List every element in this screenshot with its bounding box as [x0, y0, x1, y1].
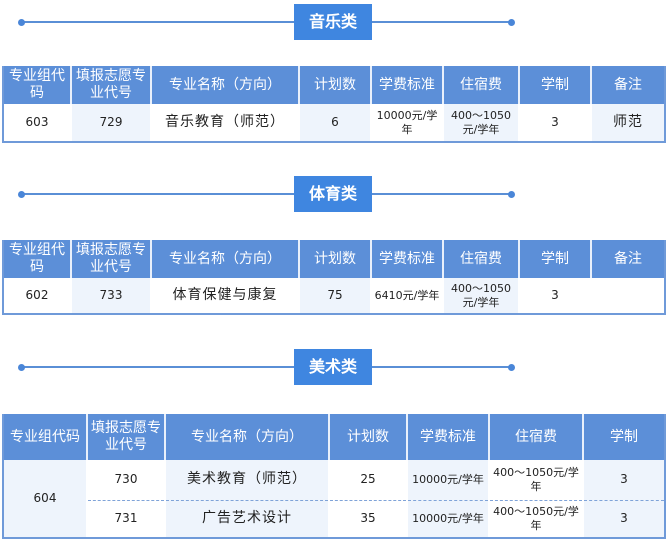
- header-lodging: 住宿费: [443, 66, 520, 104]
- header-plan: 计划数: [329, 414, 408, 460]
- header-major-name: 专业名称（方向）: [151, 66, 300, 104]
- divider-line: [372, 366, 512, 368]
- cell-years: 3: [583, 500, 665, 539]
- table-row: 602 733 体育保健与康复 75 6410元/学年 400～1050元/学年…: [3, 278, 665, 315]
- cell-lodging: 400～1050元/学年: [443, 104, 520, 143]
- cell-plan: 35: [329, 500, 408, 539]
- dot-icon: [508, 190, 515, 198]
- cell-major-code: 729: [71, 104, 152, 143]
- dot-icon: [18, 363, 25, 371]
- section-header-art: 美术类: [0, 349, 666, 385]
- table-header-row: 专业组代码 填报志愿专业代号 专业名称（方向） 计划数 学费标准 住宿费 学制 …: [3, 240, 665, 278]
- cell-group-code: 604: [3, 460, 88, 539]
- cell-note: [591, 278, 665, 315]
- section-title: 音乐类: [294, 4, 372, 40]
- header-lodging: 住宿费: [443, 240, 520, 278]
- header-tuition: 学费标准: [407, 414, 490, 460]
- section-header-music: 音乐类: [0, 4, 666, 40]
- dot-icon: [508, 363, 515, 371]
- section-title: 体育类: [294, 176, 372, 212]
- cell-years: 3: [583, 460, 665, 501]
- header-plan: 计划数: [299, 66, 372, 104]
- divider-line: [22, 366, 294, 368]
- cell-note: 师范: [591, 104, 665, 143]
- cell-major-code: 731: [87, 500, 166, 539]
- header-group-code: 专业组代码: [3, 66, 72, 104]
- cell-tuition: 10000元/学年: [407, 460, 490, 501]
- header-major-code: 填报志愿专业代号: [87, 414, 166, 460]
- section-title: 美术类: [294, 349, 372, 385]
- cell-plan: 6: [299, 104, 372, 143]
- header-major-code: 填报志愿专业代号: [71, 66, 152, 104]
- divider-line: [22, 21, 294, 23]
- cell-major-name: 体育保健与康复: [151, 278, 300, 315]
- music-table: 专业组代码 填报志愿专业代号 专业名称（方向） 计划数 学费标准 住宿费 学制 …: [2, 66, 666, 143]
- header-major-code: 填报志愿专业代号: [71, 240, 152, 278]
- cell-years: 3: [519, 104, 592, 143]
- cell-lodging: 400～1050元/学年: [489, 500, 584, 539]
- sports-table: 专业组代码 填报志愿专业代号 专业名称（方向） 计划数 学费标准 住宿费 学制 …: [2, 240, 666, 315]
- dot-icon: [18, 190, 25, 198]
- cell-tuition: 10000元/学年: [371, 104, 444, 143]
- table-header-row: 专业组代码 填报志愿专业代号 专业名称（方向） 计划数 学费标准 住宿费 学制 …: [3, 66, 665, 104]
- header-note: 备注: [591, 240, 665, 278]
- cell-tuition: 6410元/学年: [371, 278, 444, 315]
- divider-line: [22, 193, 294, 195]
- header-years: 学制: [519, 240, 592, 278]
- dot-icon: [18, 18, 25, 26]
- header-years: 学制: [519, 66, 592, 104]
- cell-group-code: 602: [3, 278, 72, 315]
- cell-major-name: 广告艺术设计: [165, 500, 330, 539]
- cell-tuition: 10000元/学年: [407, 500, 490, 539]
- header-years: 学制: [583, 414, 665, 460]
- art-table: 专业组代码 填报志愿专业代号 专业名称（方向） 计划数 学费标准 住宿费 学制 …: [2, 414, 666, 539]
- section-header-sports: 体育类: [0, 176, 666, 212]
- dot-icon: [508, 18, 515, 26]
- divider-line: [372, 21, 512, 23]
- cell-major-name: 美术教育（师范）: [165, 460, 330, 501]
- cell-major-name: 音乐教育（师范）: [151, 104, 300, 143]
- table-header-row: 专业组代码 填报志愿专业代号 专业名称（方向） 计划数 学费标准 住宿费 学制: [3, 414, 665, 460]
- header-group-code: 专业组代码: [3, 414, 88, 460]
- header-major-name: 专业名称（方向）: [151, 240, 300, 278]
- header-tuition: 学费标准: [371, 240, 444, 278]
- header-tuition: 学费标准: [371, 66, 444, 104]
- cell-major-code: 733: [71, 278, 152, 315]
- cell-major-code: 730: [87, 460, 166, 501]
- header-group-code: 专业组代码: [3, 240, 72, 278]
- divider-line: [372, 193, 512, 195]
- header-note: 备注: [591, 66, 665, 104]
- cell-lodging: 400～1050元/学年: [489, 460, 584, 501]
- cell-group-code: 603: [3, 104, 72, 143]
- header-plan: 计划数: [299, 240, 372, 278]
- header-major-name: 专业名称（方向）: [165, 414, 330, 460]
- cell-years: 3: [519, 278, 592, 315]
- table-row: 603 729 音乐教育（师范） 6 10000元/学年 400～1050元/学…: [3, 104, 665, 143]
- table-row: 604 730 美术教育（师范） 25 10000元/学年 400～1050元/…: [3, 460, 665, 539]
- cell-plan: 25: [329, 460, 408, 501]
- header-lodging: 住宿费: [489, 414, 584, 460]
- table-row: 731 广告艺术设计 35 10000元/学年 400～1050元/学年 3: [3, 500, 665, 539]
- cell-lodging: 400～1050元/学年: [443, 278, 520, 315]
- cell-plan: 75: [299, 278, 372, 315]
